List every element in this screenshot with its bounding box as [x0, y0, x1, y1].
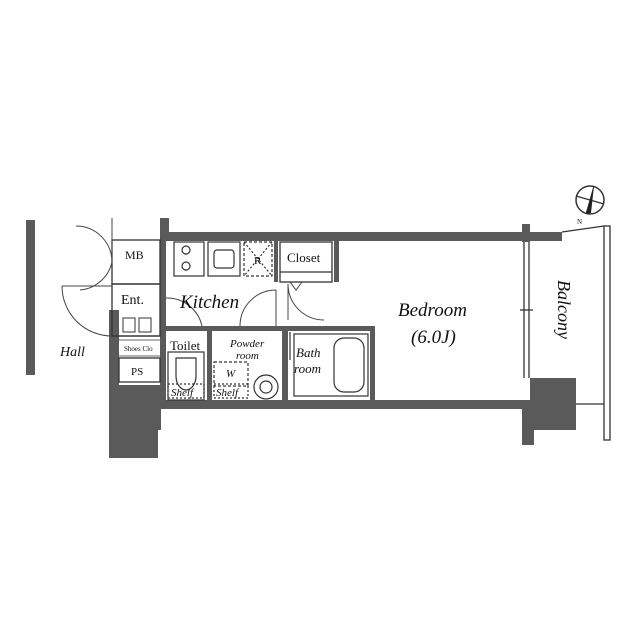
hall-label: Hall: [59, 345, 85, 360]
bath-room-label-1: Bath: [296, 345, 321, 360]
thin-lines: [111, 225, 611, 441]
bath-room-label-2: room: [294, 361, 321, 376]
powder-room-label-2: room: [236, 350, 259, 362]
balcony-label: Balcony: [554, 280, 574, 339]
kitchen-fixtures: [173, 241, 273, 277]
bedroom-label: Bedroom: [398, 300, 467, 321]
toilet-label: Toilet: [170, 338, 201, 353]
washbasin-icon: [253, 374, 279, 400]
fridge-label: R: [254, 255, 262, 267]
toilet-icon: [175, 357, 197, 391]
hall-wall: [26, 220, 35, 375]
fridge-icon: [243, 241, 273, 277]
entrance-label: Ent.: [121, 293, 144, 308]
powder-room-label-1: Powder: [229, 338, 265, 350]
powder-shelf-label: Shelf: [216, 387, 240, 399]
compass-icon: N: [575, 185, 605, 226]
door-swings: [61, 218, 325, 337]
stove-icon: [173, 241, 205, 277]
closet-label: Closet: [287, 250, 321, 265]
shoes-closet-label: Shoes Clo: [124, 345, 153, 353]
bath-fixtures: [167, 332, 369, 401]
washer-label: W: [226, 368, 236, 380]
compass-north-label: N: [577, 218, 582, 226]
toilet-shelf-label: Shelf: [171, 387, 195, 399]
mb-label: MB: [125, 248, 144, 262]
sink-icon: [207, 241, 241, 277]
bedroom-size-label: (6.0J): [411, 327, 456, 348]
kitchen-label: Kitchen: [179, 292, 239, 313]
washer-icon: [213, 361, 249, 387]
exterior-walls: [109, 218, 576, 458]
ps-label: PS: [131, 366, 143, 378]
bathtub-icon: [333, 337, 365, 393]
